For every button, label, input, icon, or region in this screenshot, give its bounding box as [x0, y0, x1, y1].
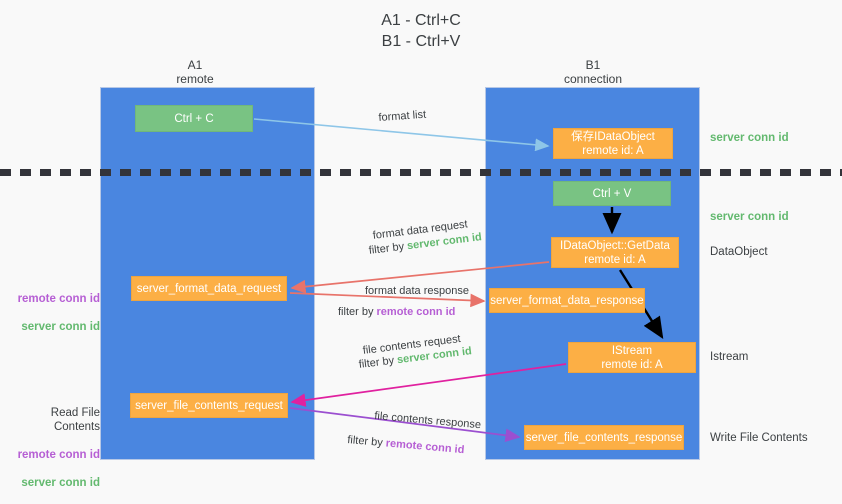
caption-filter-by-text-3: filter by	[358, 354, 398, 371]
label-server-conn-id-1: server conn id	[21, 321, 100, 333]
phase-divider-dashed-line	[0, 169, 842, 176]
label-istream: Istream	[710, 351, 749, 363]
caption-filter-by-text-4: filter by	[346, 433, 387, 450]
column-header-b1: B1 connection	[563, 58, 623, 86]
node-idataobject-getdata[interactable]: IDataObject::GetData remote id: A	[551, 237, 679, 268]
label-write-file-contents: Write File Contents	[710, 432, 808, 444]
node-istream[interactable]: IStream remote id: A	[568, 342, 696, 373]
node-ctrl-v[interactable]: Ctrl + V	[553, 181, 671, 206]
node-idataobject[interactable]: 保存IDataObject remote id: A	[553, 128, 673, 159]
node-server-format-data-request[interactable]: server_format_data_request	[131, 276, 287, 301]
caption-file-contents-response-filter: filter by remote conn id	[347, 433, 465, 457]
label-conn-id-group-top: remote conn id server conn id	[8, 278, 100, 348]
label-remote-conn-id-2: remote conn id	[17, 449, 100, 461]
label-dataobject: DataObject	[710, 246, 768, 258]
caption-format-data-response: format data response	[365, 285, 469, 297]
label-read-file-contents-group: Read File Contents remote conn id server…	[4, 392, 100, 504]
label-server-conn-id-top: server conn id	[710, 132, 789, 144]
caption-format-list: format list	[378, 108, 427, 124]
caption-format-data-response-filter: filter by remote conn id	[338, 305, 455, 319]
column-header-a1: A1 remote	[176, 58, 214, 86]
node-server-file-contents-response[interactable]: server_file_contents_response	[524, 425, 684, 450]
caption-filter-by-text-2: filter by	[338, 306, 377, 318]
node-server-file-contents-request[interactable]: server_file_contents_request	[130, 393, 288, 418]
label-server-conn-id-2: server conn id	[21, 477, 100, 489]
label-remote-conn-id-1: remote conn id	[17, 293, 100, 305]
node-ctrl-c[interactable]: Ctrl + C	[135, 105, 253, 132]
diagram-canvas: A1 - Ctrl+C B1 - Ctrl+V A1 remote B1 con…	[0, 12, 842, 489]
caption-file-contents-response: file contents response	[373, 409, 482, 432]
label-server-conn-id-second: server conn id	[710, 211, 789, 223]
diagram-title: A1 - Ctrl+C B1 - Ctrl+V	[381, 12, 461, 50]
caption-remote-conn-id-2: remote conn id	[385, 437, 465, 457]
caption-filter-by-text: filter by	[368, 240, 408, 257]
caption-remote-conn-id: remote conn id	[376, 306, 456, 318]
node-server-format-data-response[interactable]: server_format_data_response	[489, 288, 645, 313]
label-read-file-contents: Read File Contents	[50, 407, 100, 433]
